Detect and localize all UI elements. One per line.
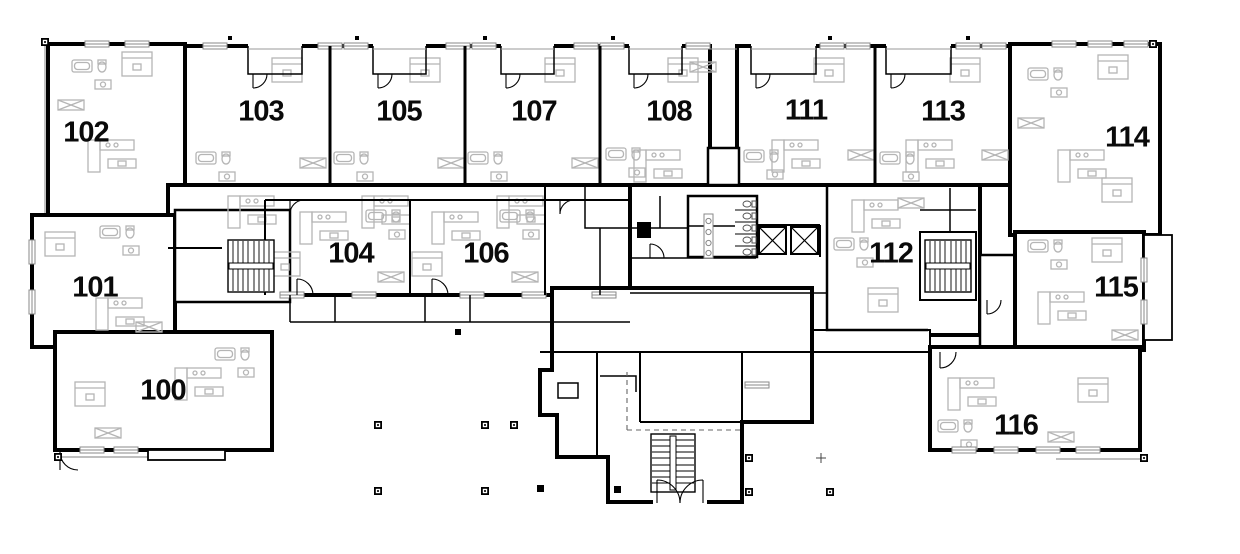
building-blocks <box>30 42 1173 504</box>
unit-100-block <box>53 330 274 452</box>
unit-100-porch <box>147 449 226 461</box>
unit-114-block <box>1008 42 1162 237</box>
column-marker <box>745 454 753 462</box>
unit-102-block <box>46 42 187 217</box>
column-marker <box>510 421 518 429</box>
column-marker <box>374 487 382 495</box>
survey-cross <box>816 453 826 463</box>
east-corridor-block <box>978 253 1017 349</box>
unit-116-block <box>928 345 1142 452</box>
east-stairs-icon <box>924 239 972 293</box>
site-lines <box>44 42 1142 460</box>
site-markers <box>41 36 1157 496</box>
shaft <box>637 222 651 238</box>
grid-ticks <box>228 36 970 493</box>
west-stairs-icon <box>227 239 275 293</box>
column-marker <box>481 487 489 495</box>
interior-walls <box>168 46 977 457</box>
lobby-stairs-icon <box>650 433 696 493</box>
toilet-icons <box>742 200 757 256</box>
column-marker <box>374 421 382 429</box>
lobby-116-corridor <box>811 329 931 353</box>
dashed-lines <box>626 372 742 431</box>
recess-openings <box>248 40 951 72</box>
corner-marker <box>1149 40 1157 48</box>
north-gap-corridor <box>706 146 741 187</box>
corner-marker <box>54 453 62 461</box>
corner-marker <box>41 38 49 46</box>
core-elements <box>227 200 972 493</box>
sink-counter <box>703 213 714 259</box>
east-balcony <box>1143 234 1173 341</box>
elevator-icon <box>790 226 819 255</box>
column-marker <box>745 488 753 496</box>
corner-marker <box>1140 454 1148 462</box>
column-marker <box>481 421 489 429</box>
elevator-icon <box>758 226 787 255</box>
column-marker <box>826 488 834 496</box>
